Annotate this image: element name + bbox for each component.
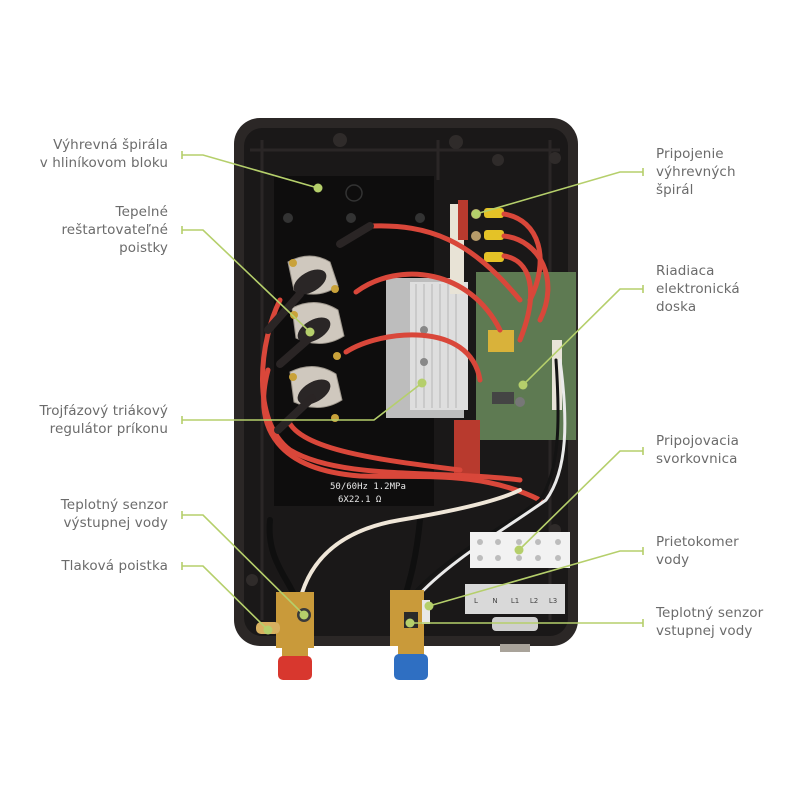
label-control-board: Riadiaca elektronická doska (656, 263, 740, 315)
label-terminal-block: Pripojovacia svorkovnica (656, 433, 739, 467)
spec-print-line2: 6X22.1 Ω (338, 495, 382, 505)
coil-terminals (450, 200, 504, 480)
terminal-label-n: N (492, 597, 497, 605)
label-inlet-temp-sensor: Teplotný senzor vstupnej vody (656, 605, 764, 639)
label-thermal-fuses: Tepelné reštartovateľné poistky (61, 204, 168, 256)
label-heating-coil: Výhrevná špirála v hliníkovom bloku (39, 137, 168, 171)
label-coil-connection: Pripojenie výhrevných špirál (656, 146, 736, 198)
label-flow-meter: Prietokomer vody (656, 534, 739, 568)
terminal-label-l: L (474, 597, 478, 605)
terminal-label-l2: L2 (530, 597, 538, 605)
label-outlet-temp-sensor: Teplotný senzor výstupnej vody (60, 497, 168, 531)
triac-heatsink (386, 278, 468, 418)
label-triac-regulator: Trojfázový triákový regulátor príkonu (39, 403, 168, 437)
spec-print-line1: 50/60Hz 1.2MPa (330, 482, 406, 492)
inlet-fitting (390, 590, 430, 680)
terminal-label-l3: L3 (549, 597, 557, 605)
control-pcb (476, 272, 576, 440)
label-pressure-valve: Tlaková poistka (61, 558, 168, 574)
terminal-label-l1: L1 (511, 597, 519, 605)
